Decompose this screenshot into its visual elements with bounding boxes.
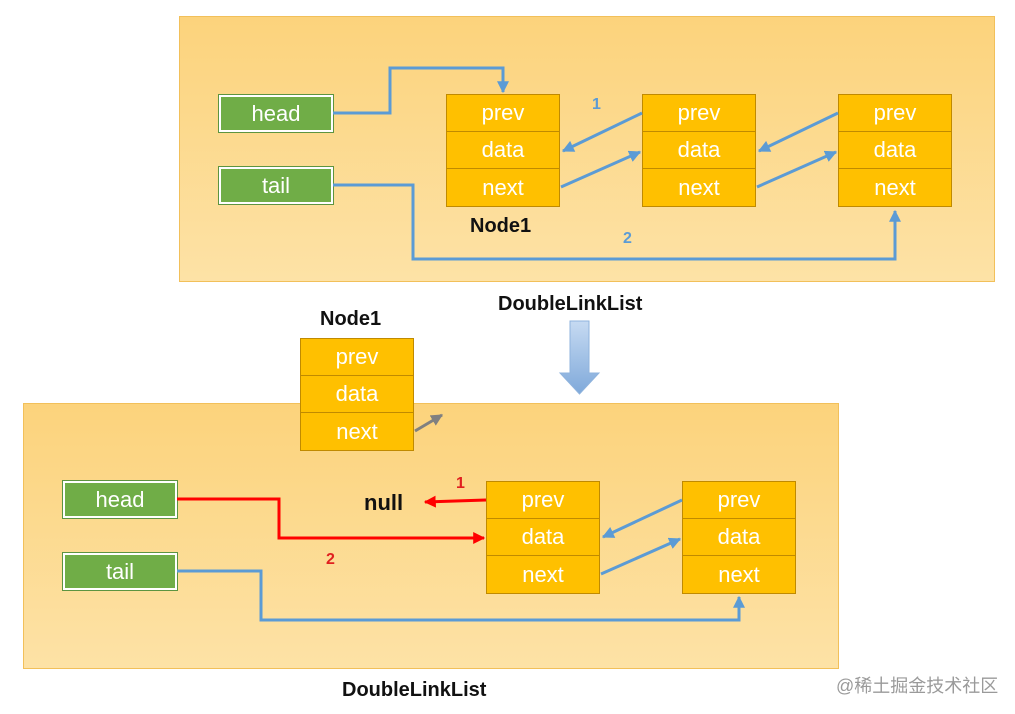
node-data-cell: data (839, 132, 951, 169)
null-label: null (364, 490, 404, 515)
node-data-cell: data (487, 519, 599, 556)
node-next-cell: next (447, 169, 559, 206)
top-node2-next-arrow (756, 150, 838, 189)
node-data-cell: data (301, 376, 413, 413)
node-prev-cell: prev (683, 482, 795, 519)
detached-next-arrow (414, 413, 444, 433)
top-node2-prev-arrow (561, 111, 643, 153)
bottom-head-pointer: head (63, 481, 177, 518)
top-node-1: prev data next (446, 94, 560, 207)
bottom-node1-next-arrow (600, 537, 682, 576)
bottom-head-to-node1-arrow (177, 497, 486, 544)
watermark-text: @稀土掘金技术社区 (836, 676, 999, 696)
top-node1-next-arrow (560, 150, 642, 189)
transition-down-arrow (558, 320, 601, 395)
bottom-tail-pointer: tail (63, 553, 177, 590)
node-next-cell: next (643, 169, 755, 206)
bottom-step-2-label: 2 (326, 551, 335, 568)
bottom-tail-to-node2-arrow (177, 569, 745, 622)
bottom-node-1: prev data next (486, 481, 600, 594)
top-tail-to-node3-arrow (333, 183, 901, 261)
bottom-node-2: prev data next (682, 481, 796, 594)
top-node-2: prev data next (642, 94, 756, 207)
node-data-cell: data (643, 132, 755, 169)
top-step-1-label: 1 (592, 96, 601, 113)
node-prev-cell: prev (643, 95, 755, 132)
top-caption: DoubleLinkList (498, 293, 643, 315)
node-data-cell: data (447, 132, 559, 169)
top-head-pointer: head (219, 95, 333, 132)
top-tail-pointer: tail (219, 167, 333, 204)
bottom-prev-to-null-arrow (423, 495, 487, 508)
node-prev-cell: prev (447, 95, 559, 132)
node-next-cell: next (487, 556, 599, 593)
bottom-caption: DoubleLinkList (342, 679, 487, 701)
node-prev-cell: prev (487, 482, 599, 519)
top-node-3: prev data next (838, 94, 952, 207)
node-next-cell: next (301, 413, 413, 450)
node-next-cell: next (683, 556, 795, 593)
top-head-to-node1-arrow (333, 66, 509, 115)
node-prev-cell: prev (839, 95, 951, 132)
detached-node: prev data next (300, 338, 414, 451)
top-node1-label: Node1 (470, 215, 532, 237)
bottom-node2-prev-arrow (601, 498, 683, 539)
top-node3-prev-arrow (757, 111, 839, 153)
node-prev-cell: prev (301, 339, 413, 376)
top-step-2-label: 2 (623, 230, 632, 247)
detached-node1-label: Node1 (320, 308, 382, 330)
node-next-cell: next (839, 169, 951, 206)
node-data-cell: data (683, 519, 795, 556)
bottom-step-1-label: 1 (456, 475, 465, 492)
